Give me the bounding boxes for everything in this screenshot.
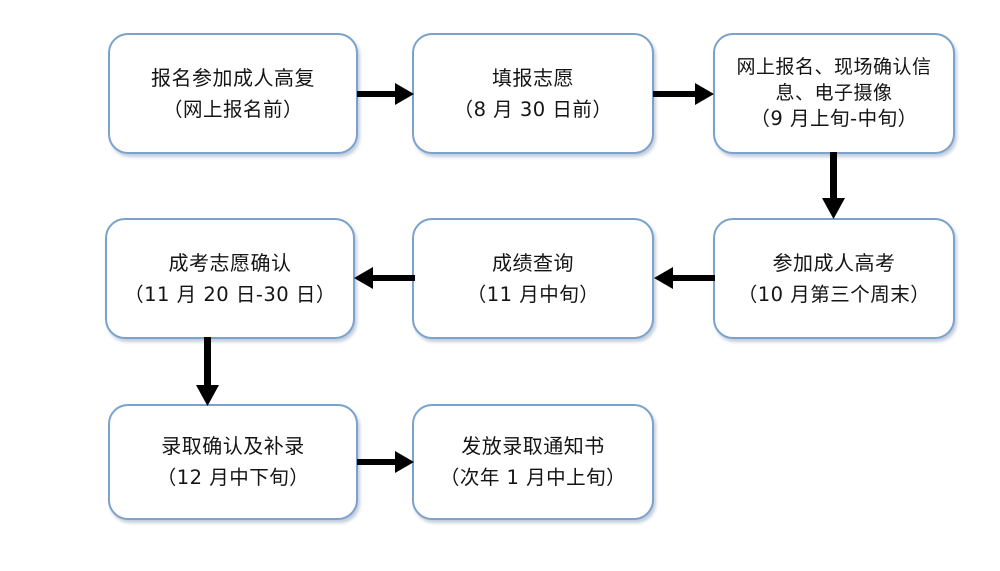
arrow-left-icon-box4-box5 [653,264,715,292]
flow-node-title: 成绩查询 [492,250,574,275]
flow-node-timing: （11 月 20 日-30 日） [124,282,336,306]
flow-node-box-7[interactable]: 录取确认及补录 （12 月中下旬） [108,404,358,520]
flow-node-box-2[interactable]: 填报志愿 （8 月 30 日前） [412,33,654,154]
flow-node-timing: （11 月中旬） [466,282,600,306]
flow-node-timing: （次年 1 月中上旬） [439,466,627,490]
arrow-right-icon-box1-box2 [357,80,415,108]
arrow-down-icon-box6-box7 [194,337,222,407]
flow-node-title: 参加成人高考 [772,250,896,275]
flow-node-box-6[interactable]: 成考志愿确认 （11 月 20 日-30 日） [105,218,355,339]
arrow-down-icon-box3-box4 [820,152,848,220]
flow-node-timing: （12 月中下旬） [156,466,310,490]
flow-node-title: 发放录取通知书 [461,434,605,459]
flow-node-timing: （9 月上旬-中旬） [750,107,918,131]
flow-node-box-5[interactable]: 成绩查询 （11 月中旬） [412,218,654,339]
arrow-left-icon-box5-box6 [353,264,415,292]
flow-node-timing: （网上报名前） [162,97,303,121]
flow-node-box-8[interactable]: 发放录取通知书 （次年 1 月中上旬） [412,404,654,520]
flow-node-title: 填报志愿 [492,65,574,90]
flow-node-box-4[interactable]: 参加成人高考 （10 月第三个周末） [713,218,955,339]
flow-node-box-1[interactable]: 报名参加成人高复 （网上报名前） [108,33,358,154]
arrow-right-icon-box2-box3 [653,80,715,108]
flow-node-title: 报名参加成人高复 [151,65,315,90]
flow-node-box-3[interactable]: 网上报名、现场确认信 息、电子摄像 （9 月上旬-中旬） [713,33,955,154]
flow-node-title-line-2: 息、电子摄像 [775,82,893,105]
flow-node-title: 录取确认及补录 [161,434,305,459]
arrow-right-icon-box7-box8 [357,448,415,476]
flow-node-title-line-1: 网上报名、现场确认信 [736,55,932,78]
flow-node-timing: （8 月 30 日前） [453,97,613,121]
flow-node-title: 成考志愿确认 [168,250,292,275]
flow-node-timing: （10 月第三个周末） [737,282,931,306]
